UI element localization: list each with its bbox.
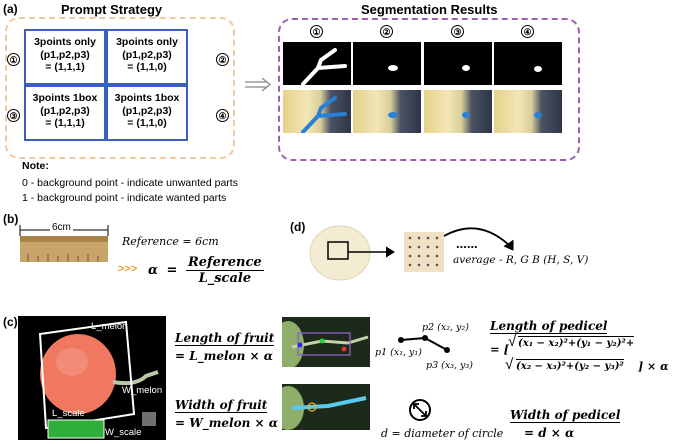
seg-overlay-1 [283,90,351,133]
prompt-box-3: 3points 1box (p1,p2,p3) = (1,1,1) [24,85,106,141]
alpha-symbol: α [148,263,159,278]
prompt-box-4-line2: (p1,p2,p3) [122,104,172,117]
seg-mask-4 [494,42,562,85]
w-scale-label: W_scale [105,427,142,438]
pedicel-width-drawing [282,386,367,430]
prompt-box-4: 3points 1box (p1,p2,p3) = (1,1,0) [106,85,188,141]
segmentation-results-frame [278,18,580,161]
pedicel-eq-prefix: = [ [490,342,510,356]
prompt-box-3-line2: (p1,p2,p3) [40,104,90,117]
seg-number-4: ④ [521,25,534,38]
prompt-box-4-line1: 3points 1box [114,92,180,104]
segmentation-results-title: Segmentation Results [361,2,498,17]
pedicel-points-diagram [398,335,450,353]
seg-overlay-4 [494,90,562,133]
prompt-box-2-line1: 3points only [116,36,178,48]
seg-overlay-2 [353,90,421,133]
blob-overlay-shape-4 [534,112,542,118]
melon-sample-image [309,225,371,281]
prompt-box-4-line3: = (1,1,0) [127,117,167,129]
prompt-number-4: ④ [216,109,229,122]
prompt-box-2: 3points only (p1,p2,p3) = (1,1,0) [106,29,188,85]
blob-overlay-shape-2 [388,112,398,118]
reference-text: Reference = 6cm [122,235,219,248]
pedicel-mask-shape [301,48,347,85]
pixel-grid-icon [404,232,444,272]
double-arrow-icon [245,78,272,92]
alpha-formula: α = Reference L_scale [148,255,264,286]
ellipsis-dots: ...... [456,236,478,251]
width-fruit-eq: = W_melon × α [175,416,278,430]
seg-number-1: ① [310,25,323,38]
alpha-equals: = [166,263,178,278]
point-p2-label: p2 (x₂, y₂) [422,322,469,333]
prompt-box-3-line1: 3points 1box [32,92,98,104]
alpha-denominator: L_scale [198,271,252,286]
diameter-text: d = diameter of circle [381,427,504,440]
blob-mask-shape-2 [388,65,398,71]
panel-b-label: (b) [3,212,19,226]
orange-arrows: >>> [118,263,138,275]
pedicel-width-photo [282,384,370,430]
seg-number-3: ③ [451,25,464,38]
pedicel-length-photo [282,317,370,367]
sqrt-sign-1: √ [508,333,517,350]
seg-number-2: ② [380,25,393,38]
prompt-box-1-line1: 3points only [34,36,96,48]
l-melon-label: L_melon [91,321,128,332]
seg-mask-2 [353,42,421,85]
seg-overlay-3 [424,90,492,133]
note-line-0: 0 - background point - indicate unwanted… [22,177,238,189]
blob-mask-shape-3 [462,65,470,71]
prompt-box-1-line3: = (1,1,1) [45,61,85,73]
ruler-length-label: 6cm [50,222,73,233]
prompt-box-3-line3: = (1,1,1) [45,117,85,129]
width-fruit-title: Width of fruit [175,398,268,413]
pedicel-length-drawing [282,321,369,367]
curved-arrow-icon [443,227,514,251]
panel-d-label: (d) [290,220,306,234]
note-title: Note: [22,160,49,172]
alpha-numerator: Reference [185,255,264,271]
l-scale-label: L_scale [52,408,85,419]
w-melon-label: W_melon [122,385,163,396]
blob-mask-shape-4 [534,66,542,72]
prompt-number-3: ③ [7,109,20,122]
prompt-box-2-line2: (p1,p2,p3) [122,48,172,61]
width-pedicel-title: Width of pedicel [510,408,621,423]
point-p1-label: p1 (x₁, y₁) [375,347,422,358]
length-fruit-title: Length of fruit [175,331,275,346]
note-line-1: 1 - background point - indicate wanted p… [22,192,227,204]
average-color-text: average - R, G B (H, S, V) [453,254,589,266]
prompt-number-1: ① [7,53,20,66]
melon-measure-photo [18,316,166,440]
length-pedicel-title: Length of pedicel [490,319,608,334]
prompt-strategy-frame [5,17,235,159]
prompt-strategy-title: Prompt Strategy [61,2,163,17]
melon-photo-drawing [38,320,159,439]
alpha-fraction: Reference L_scale [185,255,264,286]
seg-mask-3 [424,42,492,85]
length-fruit-eq: = L_melon × α [175,349,273,363]
panel-c-label: (c) [3,315,18,329]
blob-overlay-shape-3 [462,112,470,118]
prompt-box-1-line2: (p1,p2,p3) [40,48,90,61]
seg-mask-1 [283,42,351,85]
arrow-right-icon [348,246,395,258]
prompt-box-1: 3points only (p1,p2,p3) = (1,1,1) [24,29,106,85]
diameter-circle-icon [409,399,431,421]
pedicel-plus: + [625,338,635,349]
prompt-box-2-line3: = (1,1,0) [127,61,167,73]
pedicel-eq-suffix: ] × α [638,360,669,373]
pedicel-term-1-text: (x₁ − x₂)²+(y₁ − y₂)² [518,338,626,349]
width-pedicel-eq: = d × α [524,426,575,440]
pedicel-term-1: (x₁ − x₂)²+(y₁ − y₂)²+ [518,336,635,349]
pedicel-term-2: (x₂ − x₃)²+(y₂ − y₃)² [516,359,624,372]
point-p3-label: p3 (x₃, y₃) [426,360,473,371]
pedicel-overlay-shape [301,96,347,133]
prompt-number-2: ② [216,53,229,66]
panel-a-label: (a) [3,2,18,16]
sqrt-sign-2: √ [505,356,514,373]
